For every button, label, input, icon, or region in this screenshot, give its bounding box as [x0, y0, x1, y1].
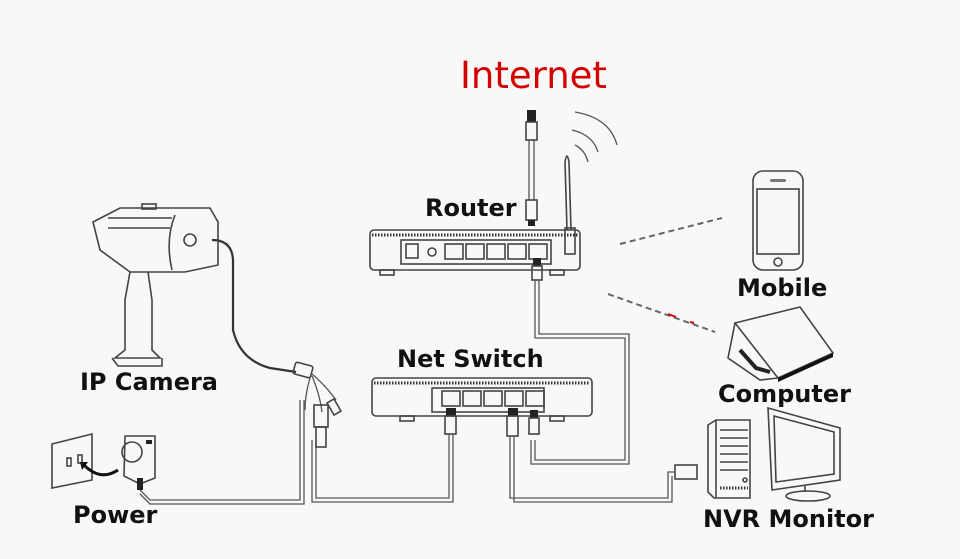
monitor-icon [767, 406, 841, 502]
power-outlet-icon [51, 432, 119, 489]
camera-cable [211, 238, 343, 448]
wireless-accent [667, 313, 695, 324]
nvr-monitor-label: NVR Monitor [703, 505, 874, 533]
mobile-label: Mobile [737, 274, 828, 302]
power-cable [139, 400, 305, 505]
ip-camera-label: IP Camera [80, 368, 218, 396]
net-switch-label: Net Switch [397, 345, 544, 373]
mobile-phone-icon [752, 170, 804, 271]
router-switch-cable [530, 280, 630, 465]
switch-nvr-cable [509, 436, 675, 503]
power-adapter-icon [121, 435, 156, 490]
wifi-signal-icon [571, 111, 618, 163]
internet-title: Internet [460, 54, 607, 97]
nvr-tower-icon [707, 419, 751, 499]
laptop-icon [727, 306, 835, 382]
ip-camera-icon [92, 203, 219, 367]
router-label: Router [425, 194, 517, 222]
internet-cable [525, 110, 538, 226]
wireless-link-mobile [619, 217, 723, 245]
power-label: Power [73, 501, 158, 529]
computer-label: Computer [718, 380, 851, 408]
switch-camera-cable [311, 434, 454, 503]
net-switch-icon [371, 377, 593, 437]
router-icon [369, 155, 581, 281]
nvr-connector [674, 464, 698, 480]
wireless-link-computer [607, 293, 716, 333]
